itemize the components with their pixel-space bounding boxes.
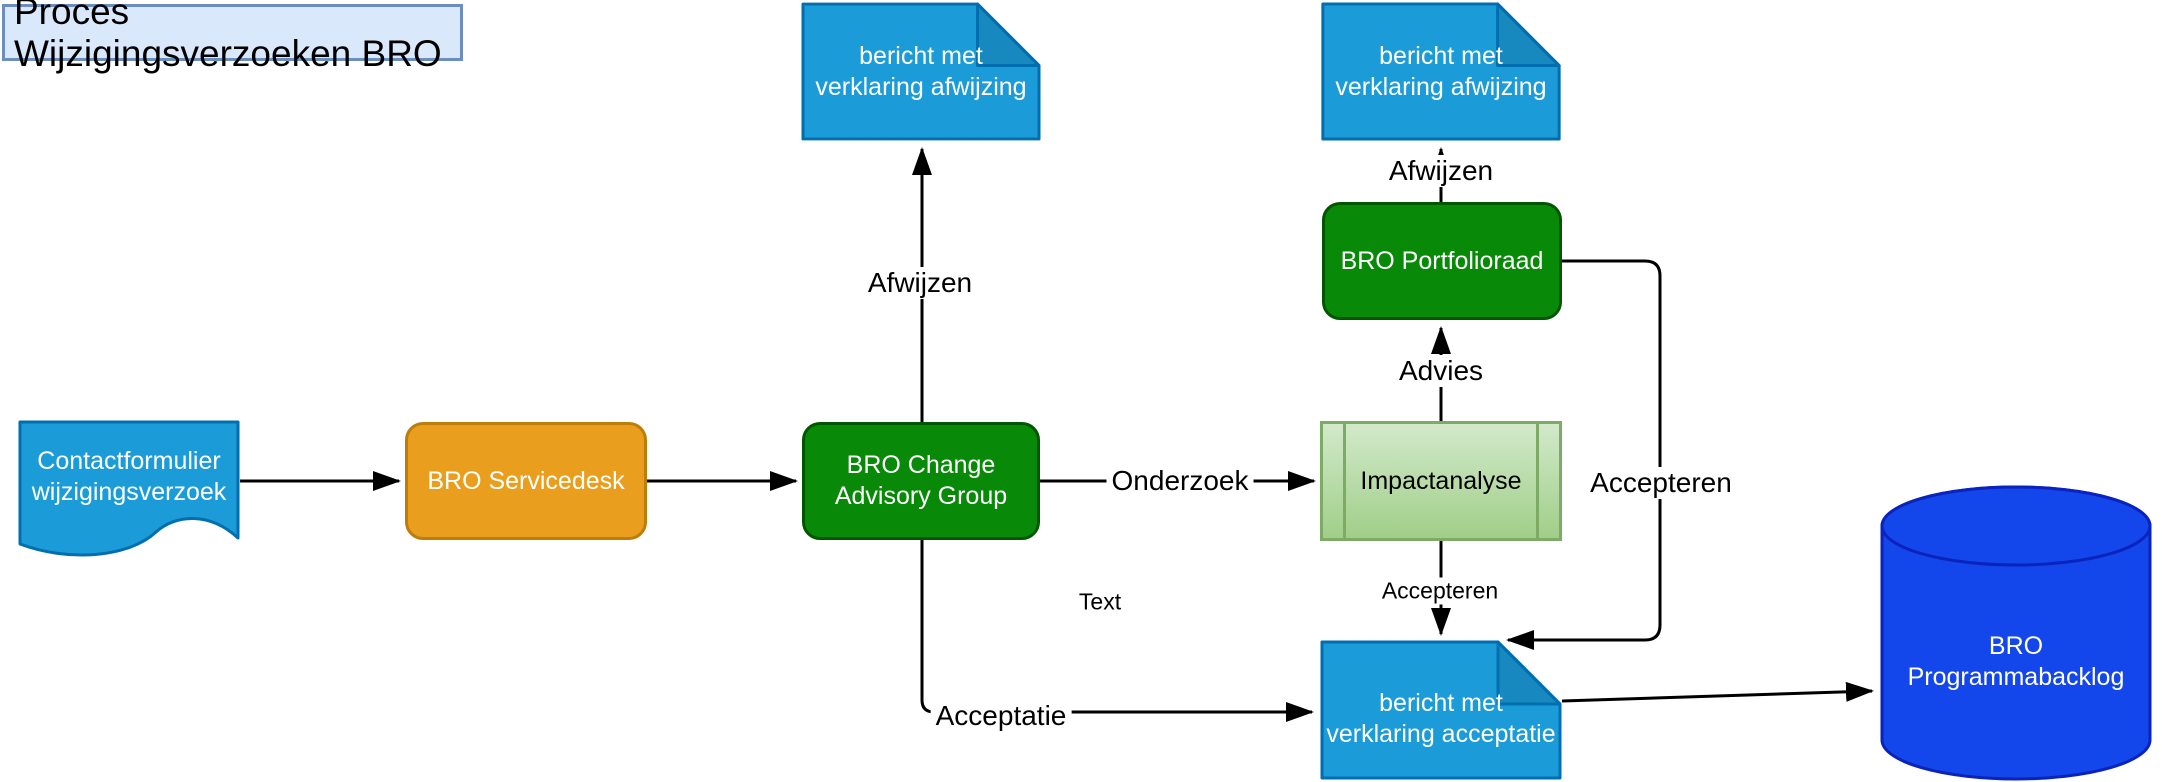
note-label: bericht met verklaring afwijzing <box>815 41 1027 101</box>
note-fold-corner <box>976 2 1041 68</box>
node-bro-programmabacklog: BRO Programmabacklog <box>1880 485 2152 781</box>
database-cylinder-shape <box>1880 485 2152 781</box>
document-shape <box>18 420 240 557</box>
edge-label-accepteren-route: Accepteren <box>1585 467 1737 499</box>
node-bro-servicedesk: BRO Servicedesk <box>405 422 647 540</box>
note-shape <box>1321 2 1561 141</box>
diagram-title: Proces Wijzigingsverzoeken BRO <box>2 0 463 74</box>
note-label: bericht met verklaring afwijzing <box>1335 41 1547 101</box>
note-shape <box>801 2 1041 141</box>
edge-label-afwijzen-portfolioraad: Afwijzen <box>1383 155 1499 187</box>
node-note-afwijzing-2: bericht met verklaring afwijzing <box>1320 2 1562 141</box>
note-fold-corner <box>1496 640 1562 706</box>
edge-label-floating-text: Text <box>1073 588 1127 616</box>
edge-cag-to-note-acceptatie <box>920 540 1314 722</box>
edge-label-afwijzen-cag: Afwijzen <box>862 267 978 299</box>
edge-label-onderzoek: Onderzoek <box>1106 465 1254 497</box>
node-note-afwijzing-1: bericht met verklaring afwijzing <box>801 2 1041 141</box>
process-bar-left <box>1343 424 1346 538</box>
document-label: Contactformulier wijzigingsverzoek <box>31 447 227 506</box>
node-impactanalyse: Impactanalyse <box>1320 421 1562 541</box>
note-fold-corner <box>1496 2 1561 68</box>
note-shape <box>1320 640 1562 780</box>
database-label: BRO Programmabacklog <box>1907 632 2125 691</box>
edge-label-acceptatie: Acceptatie <box>930 700 1072 732</box>
edge-note-acceptatie-to-backlog <box>1561 681 1874 703</box>
node-contactformulier: Contactformulier wijzigingsverzoek <box>18 420 240 558</box>
note-label: bericht met verklaring acceptatie <box>1326 689 1556 748</box>
process-bar-right <box>1536 424 1539 538</box>
edge-label-accepteren-impact: Accepteren <box>1376 577 1504 605</box>
node-bro-change-advisory-group: BRO Change Advisory Group <box>802 422 1040 540</box>
node-note-acceptatie: bericht met verklaring acceptatie <box>1320 640 1562 780</box>
diagram-title-text: Proces Wijzigingsverzoeken BRO <box>14 0 442 74</box>
edge-label-advies: Advies <box>1393 355 1489 387</box>
node-bro-portfolioraad: BRO Portfolioraad <box>1322 202 1562 320</box>
